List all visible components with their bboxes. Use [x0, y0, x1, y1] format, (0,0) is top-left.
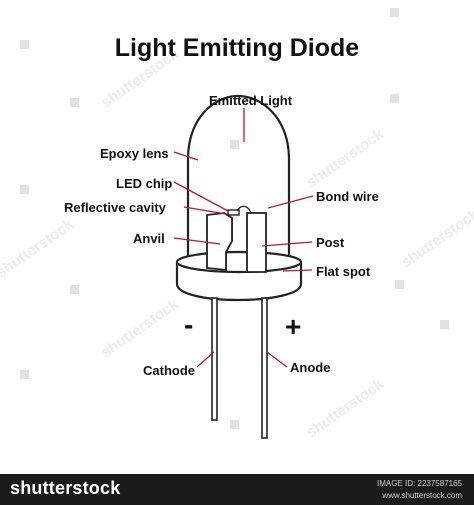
label-anvil: Anvil [133, 231, 165, 246]
post [246, 212, 267, 273]
label-post: Post [316, 235, 345, 250]
brand-logo: shutterstock [10, 478, 121, 498]
leader-flat-spot [282, 269, 313, 272]
watermark-square [395, 280, 404, 289]
watermark-square [390, 94, 399, 103]
leader-reflective-cavity [183, 206, 227, 215]
leader-led-chip [173, 181, 229, 212]
label-led-chip: LED chip [116, 176, 173, 191]
epoxy-dome-outline [186, 94, 291, 260]
flange-top [175, 250, 303, 274]
label-bond-wire: Bond wire [316, 189, 379, 204]
image-id: IMAGE ID: 2237587165 [377, 479, 462, 488]
watermark-square [70, 285, 79, 294]
label-epoxy-lens: Epoxy lens [100, 146, 169, 161]
label-flat-spot: Flat spot [316, 264, 371, 279]
watermark-square [230, 420, 239, 429]
watermark-square [440, 320, 449, 329]
positive-sign: + [285, 311, 302, 342]
bond-wire [236, 205, 252, 214]
watermark-square [70, 98, 79, 107]
leader-cathode [196, 351, 215, 368]
site-url: www.shutterstock.com [382, 491, 462, 500]
label-anode: Anode [290, 360, 331, 375]
leader-anvil [173, 237, 221, 245]
leader-anode [266, 351, 288, 368]
watermark-square [230, 140, 239, 149]
leader-post [261, 241, 313, 247]
leader-epoxy-lens [173, 151, 199, 161]
diagram-title: Light Emitting Diode [114, 34, 360, 62]
watermark-square [390, 8, 399, 17]
anode-lead [261, 297, 268, 439]
watermark-square [20, 370, 29, 379]
label-reflective-cavity: Reflective cavity [64, 200, 166, 215]
watermark-square [20, 185, 29, 194]
watermark-square [20, 40, 29, 49]
diagram-canvas: shutterstock shutterstock shutterstock s… [0, 8, 474, 441]
label-cathode: Cathode [143, 363, 195, 378]
led-chip [227, 209, 240, 216]
leader-bond-wire [267, 195, 314, 209]
footer-bar: shutterstock IMAGE ID: 2237587165 www.sh… [0, 474, 474, 505]
negative-sign: - [184, 309, 194, 340]
label-emitted-light: Emitted Light [209, 93, 293, 108]
cathode-lead [211, 297, 218, 421]
led-illustration [173, 94, 314, 439]
